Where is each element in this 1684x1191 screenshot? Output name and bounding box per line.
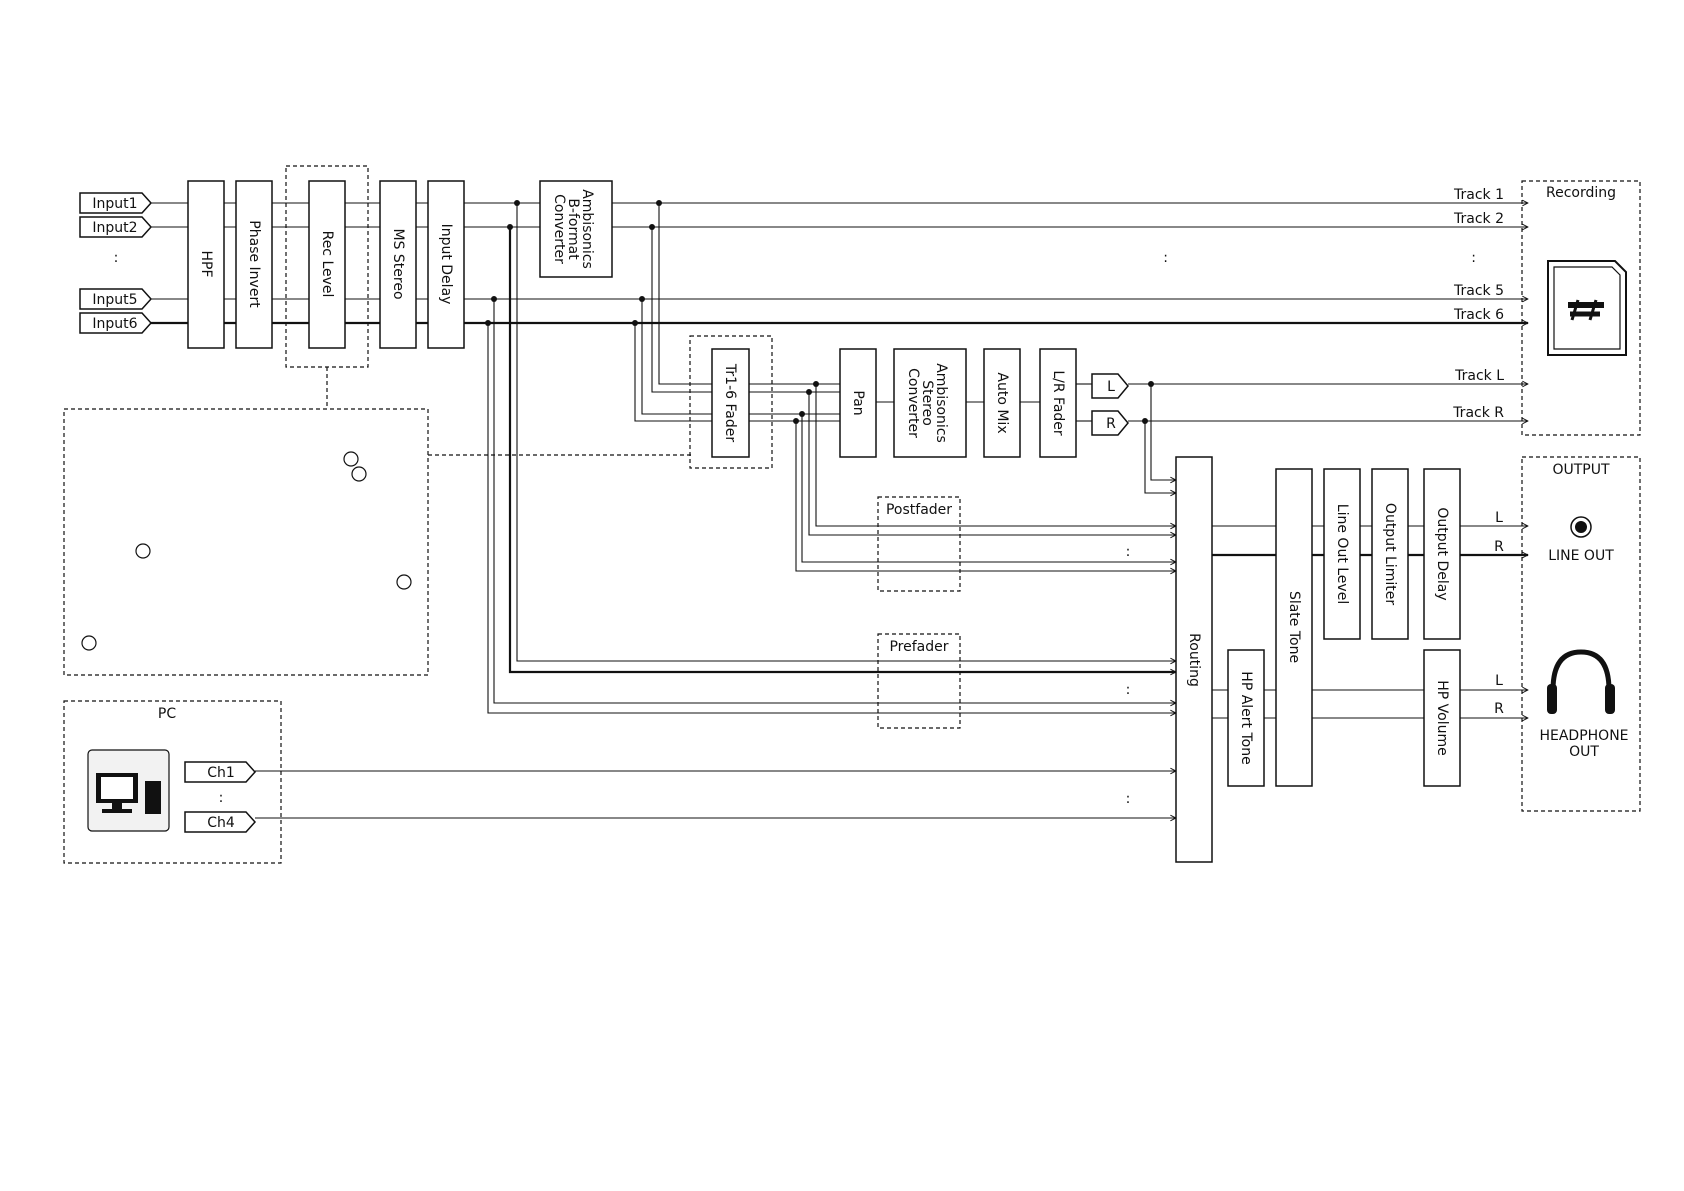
input-processing: HPF Phase Invert Rec Level MS Stereo Inp… [187,165,613,368]
postfader-ellipsis: : [1126,544,1131,560]
track6-label: Track 6 [1453,307,1504,323]
svg-text:Converter: Converter [905,368,921,438]
line-out-label: LINE OUT [1548,548,1614,564]
jack-icon [1570,516,1592,538]
knob-icon[interactable] [343,451,359,467]
hp-r-label: R [1494,701,1504,717]
svg-text:Stereo: Stereo [919,380,935,426]
pc-group: PC Ch1 : Ch4 [63,700,282,864]
track2-label: Track 2 [1453,211,1504,227]
track-fader-block: Tr1-6 Fader [722,363,738,442]
knob-icon[interactable] [135,543,151,559]
ms-stereo-block: MS Stereo [390,228,406,299]
lr-fader-block: L/R Fader [1050,370,1066,436]
knob-icon[interactable] [396,574,412,590]
track1-label: Track 1 [1453,187,1504,203]
ch4-label: Ch4 [207,815,235,831]
sd-card-icon [1547,260,1627,356]
prefader-ellipsis: : [1126,682,1131,698]
knob-panel [63,367,691,676]
pc-ellipsis-mid: : [1126,791,1131,807]
output-group: OUTPUT LINE OUT HEADPHONE OUT [1521,456,1641,812]
headphone-out-label-1: HEADPHONE [1539,728,1628,744]
track-ellipsis: : [1471,250,1476,266]
input5-label: Input5 [92,292,137,308]
line-l-label: L [1495,510,1503,526]
phase-invert-block: Phase Invert [246,220,262,308]
mixer-branch-lines [255,203,1528,818]
output-delay-block: Output Delay [1434,507,1450,600]
svg-text:Converter: Converter [551,194,567,264]
track-ellipsis-mid: : [1163,250,1168,266]
ch1-label: Ch1 [207,765,235,781]
headphones-icon [1547,649,1615,714]
output-limiter-block: Output Limiter [1382,503,1398,605]
routing-block: Routing [1186,633,1202,687]
trackr-label: Track R [1452,405,1504,421]
hp-alert-tone-block: HP Alert Tone [1238,671,1254,764]
headphone-out-label-2: OUT [1569,744,1599,760]
line-out-level-block: Line Out Level [1334,504,1350,604]
trackl-label: Track L [1454,368,1504,384]
r-tag: R [1106,416,1116,432]
ambisonics-bformat-block: Ambisonics B-format Converter [551,189,595,269]
line-r-label: R [1494,539,1504,555]
input-ellipsis: : [114,250,119,266]
recording-label: Recording [1546,185,1616,201]
postfader-label: Postfader [886,502,952,518]
output-processing: Routing HP Alert Tone Slate Tone Line Ou… [1175,456,1504,863]
hp-l-label: L [1495,673,1503,689]
output-label: OUTPUT [1552,462,1610,478]
knob-icon[interactable] [81,635,97,651]
ambisonics-stereo-block: Ambisonics Stereo Converter [905,363,949,443]
pan-block: Pan [850,390,866,415]
svg-text:Ambisonics: Ambisonics [933,363,949,443]
input6-label: Input6 [92,316,137,332]
pc-ellipsis: : [219,790,224,806]
input1-label: Input1 [92,196,137,212]
mixer-blocks: Tr1-6 Fader Pan Ambisonics Stereo Conver… [689,335,1129,469]
computer-icon [87,749,170,832]
fader-taps: Postfader : Prefader : : [877,496,1131,807]
recording-group: Recording [1521,180,1641,436]
rec-level-block: Rec Level [319,231,335,298]
slate-tone-block: Slate Tone [1286,591,1302,663]
input-delay-block: Input Delay [438,224,454,305]
pc-label: PC [158,706,176,722]
l-tag: L [1107,379,1115,395]
svg-text:B-format: B-format [565,198,581,260]
track-labels: Track 1 Track 2 : : Track 5 Track 6 Trac… [1163,187,1504,421]
input-tags: Input1 Input2 : Input5 Input6 [79,192,153,334]
knob-icon[interactable] [351,466,367,482]
auto-mix-block: Auto Mix [994,372,1010,433]
input2-label: Input2 [92,220,137,236]
hp-volume-block: HP Volume [1434,680,1450,756]
prefader-label: Prefader [889,639,948,655]
svg-text:Ambisonics: Ambisonics [579,189,595,269]
track5-label: Track 5 [1453,283,1504,299]
hpf-block: HPF [198,250,214,277]
